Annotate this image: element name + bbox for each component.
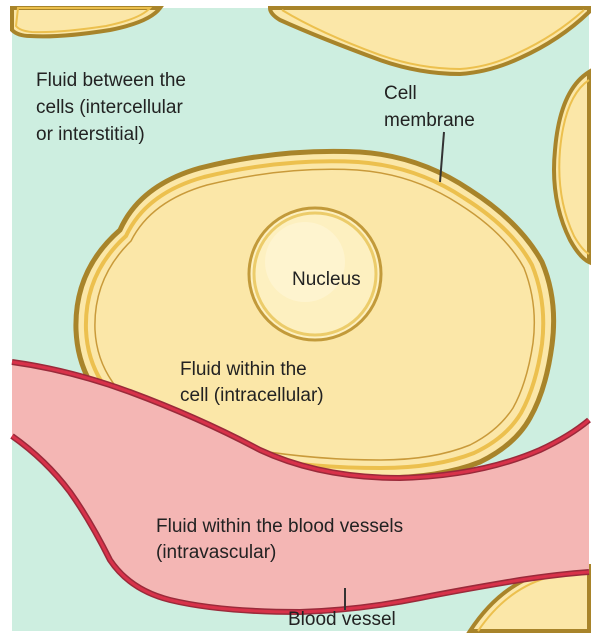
membrane-line-2: membrane (384, 110, 475, 131)
intravascular-line-1: Fluid within the blood vessels (156, 516, 403, 537)
interstitial-line-3: or interstitial) (36, 124, 145, 145)
interstitial-line-2: cells (intercellular (36, 97, 183, 118)
intracellular-line-1: Fluid within the (180, 359, 307, 380)
nucleus-label: Nucleus (292, 269, 361, 290)
interstitial-line-1: Fluid between the (36, 70, 186, 91)
intravascular-line-2: (intravascular) (156, 542, 276, 563)
blood-vessel-label: Blood vessel (288, 609, 396, 630)
intracellular-line-2: cell (intracellular) (180, 385, 324, 406)
membrane-line-1: Cell (384, 83, 417, 104)
